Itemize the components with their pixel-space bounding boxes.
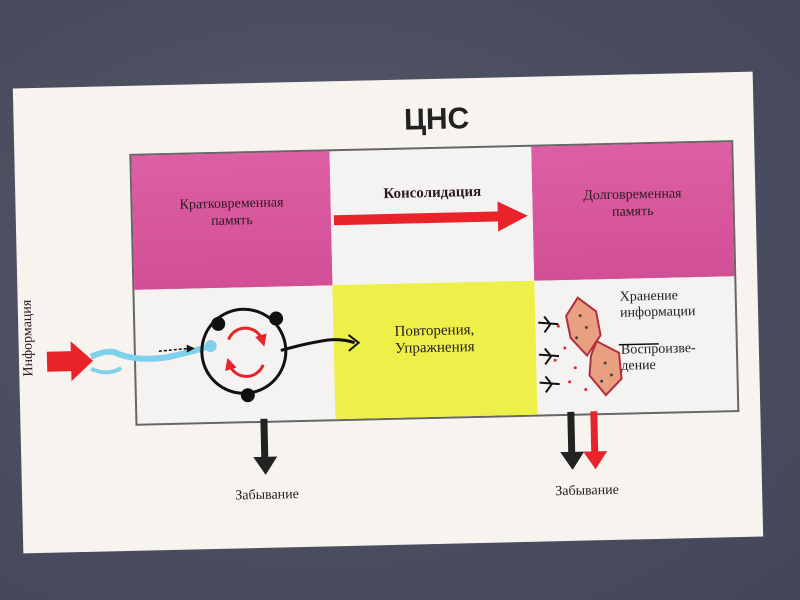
information-input-arrow	[46, 341, 94, 382]
forgetting-arrows-right	[560, 411, 608, 470]
diagram-sheet: ЦНС Кратковременная память Консолидация …	[12, 71, 764, 554]
consolidation-arrow	[333, 201, 528, 232]
forgetting-arrow-left	[253, 418, 278, 475]
storage-neurons	[538, 296, 659, 397]
diagram-graphics	[46, 201, 659, 475]
incoming-neuron	[89, 340, 217, 375]
reverberating-circuit	[200, 307, 361, 403]
